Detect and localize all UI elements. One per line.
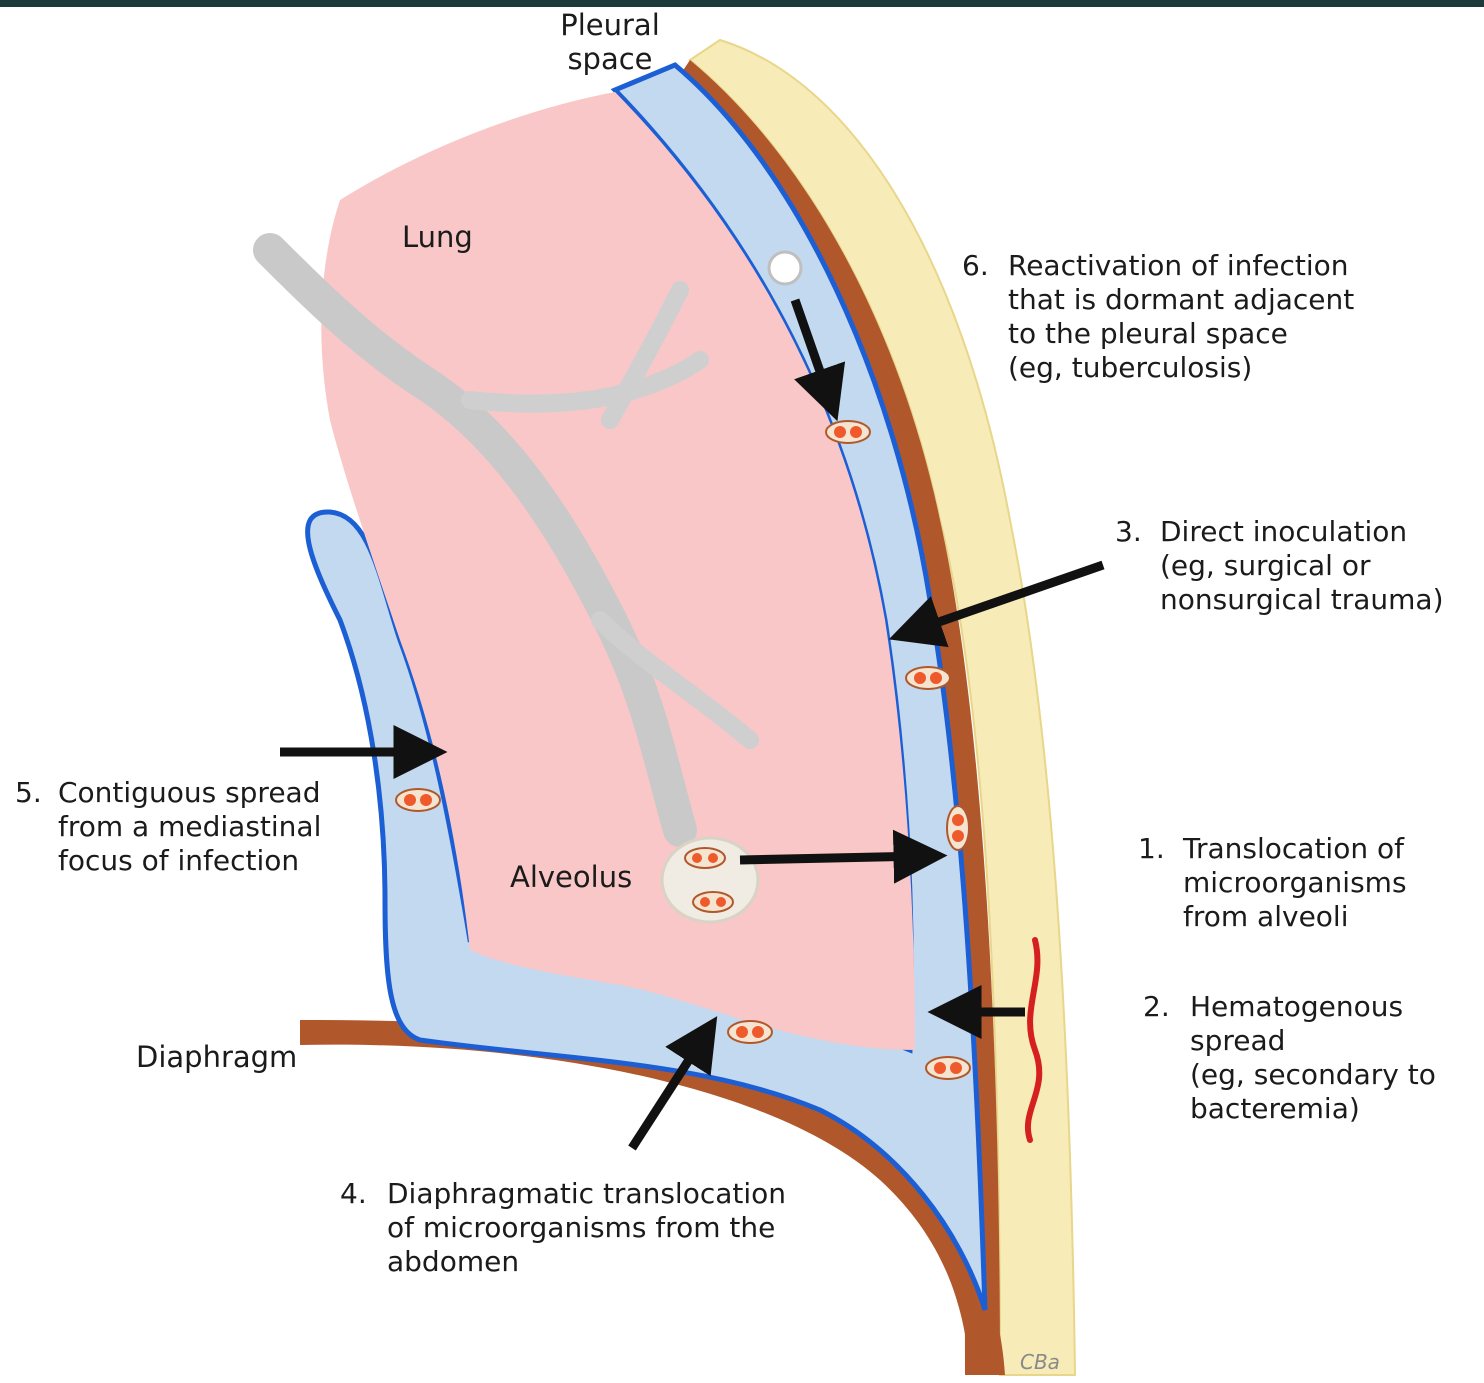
mechanism-3-number: 3.: [1115, 515, 1142, 548]
mechanism-6-line-1: Reactivation of infection: [1008, 249, 1349, 282]
mechanism-2-number: 2.: [1143, 990, 1170, 1023]
label-pleural-space-line-2: space: [545, 42, 675, 76]
mechanism-4-line-1: Diaphragmatic translocation: [387, 1177, 786, 1210]
label-lung: Lung: [402, 220, 473, 254]
dormant-nodule-icon: [769, 252, 801, 284]
mechanism-5-line-1: Contiguous spread: [58, 776, 321, 809]
mechanism-1-line-1: Translocation of: [1182, 832, 1405, 865]
mechanism-5-line-2: from a mediastinal: [58, 810, 321, 843]
microorganism-icon: [693, 892, 733, 912]
microorganism-icon: [926, 1057, 970, 1079]
mechanism-2-line-2: spread: [1190, 1024, 1285, 1057]
label-pleural-space: Pleural space: [545, 8, 675, 76]
mechanism-2-line-1: Hematogenous: [1190, 990, 1403, 1023]
mechanism-6-line-4: (eg, tuberculosis): [1008, 351, 1252, 384]
mechanism-4-line-2: of microorganisms from the: [387, 1211, 775, 1244]
mechanism-2-line-4: bacteremia): [1190, 1092, 1360, 1125]
mechanism-6-line-3: to the pleural space: [1008, 317, 1288, 350]
arrow-icon: [740, 856, 925, 860]
mechanism-3-line-3: nonsurgical trauma): [1160, 583, 1444, 616]
mechanism-5-line-3: focus of infection: [58, 844, 299, 877]
microorganism-icon: [947, 806, 969, 850]
mechanism-5-number: 5.: [15, 776, 42, 809]
mechanism-4-number: 4.: [340, 1177, 367, 1210]
label-diaphragm: Diaphragm: [136, 1040, 297, 1074]
artist-signature: CBa: [1020, 1345, 1060, 1379]
mechanism-1-line-2: microorganisms: [1183, 866, 1407, 899]
microorganism-icon: [685, 848, 725, 868]
mechanism-6-line-2: that is dormant adjacent: [1008, 283, 1354, 316]
mechanism-2-line-3: (eg, secondary to: [1190, 1058, 1436, 1091]
microorganism-icon: [906, 667, 950, 689]
mechanism-1-line-3: from alveoli: [1183, 900, 1348, 933]
microorganism-icon: [826, 421, 870, 443]
mechanism-3-line-1: Direct inoculation: [1160, 515, 1407, 548]
label-alveolus: Alveolus: [510, 860, 632, 894]
microorganism-icon: [396, 789, 440, 811]
mechanism-3-line-2: (eg, surgical or: [1160, 549, 1371, 582]
label-pleural-space-line-1: Pleural: [545, 8, 675, 42]
mechanism-4-line-3: abdomen: [387, 1245, 519, 1278]
mechanism-1-number: 1.: [1138, 832, 1165, 865]
mechanism-6-number: 6.: [962, 249, 989, 282]
microorganism-icon: [728, 1021, 772, 1043]
